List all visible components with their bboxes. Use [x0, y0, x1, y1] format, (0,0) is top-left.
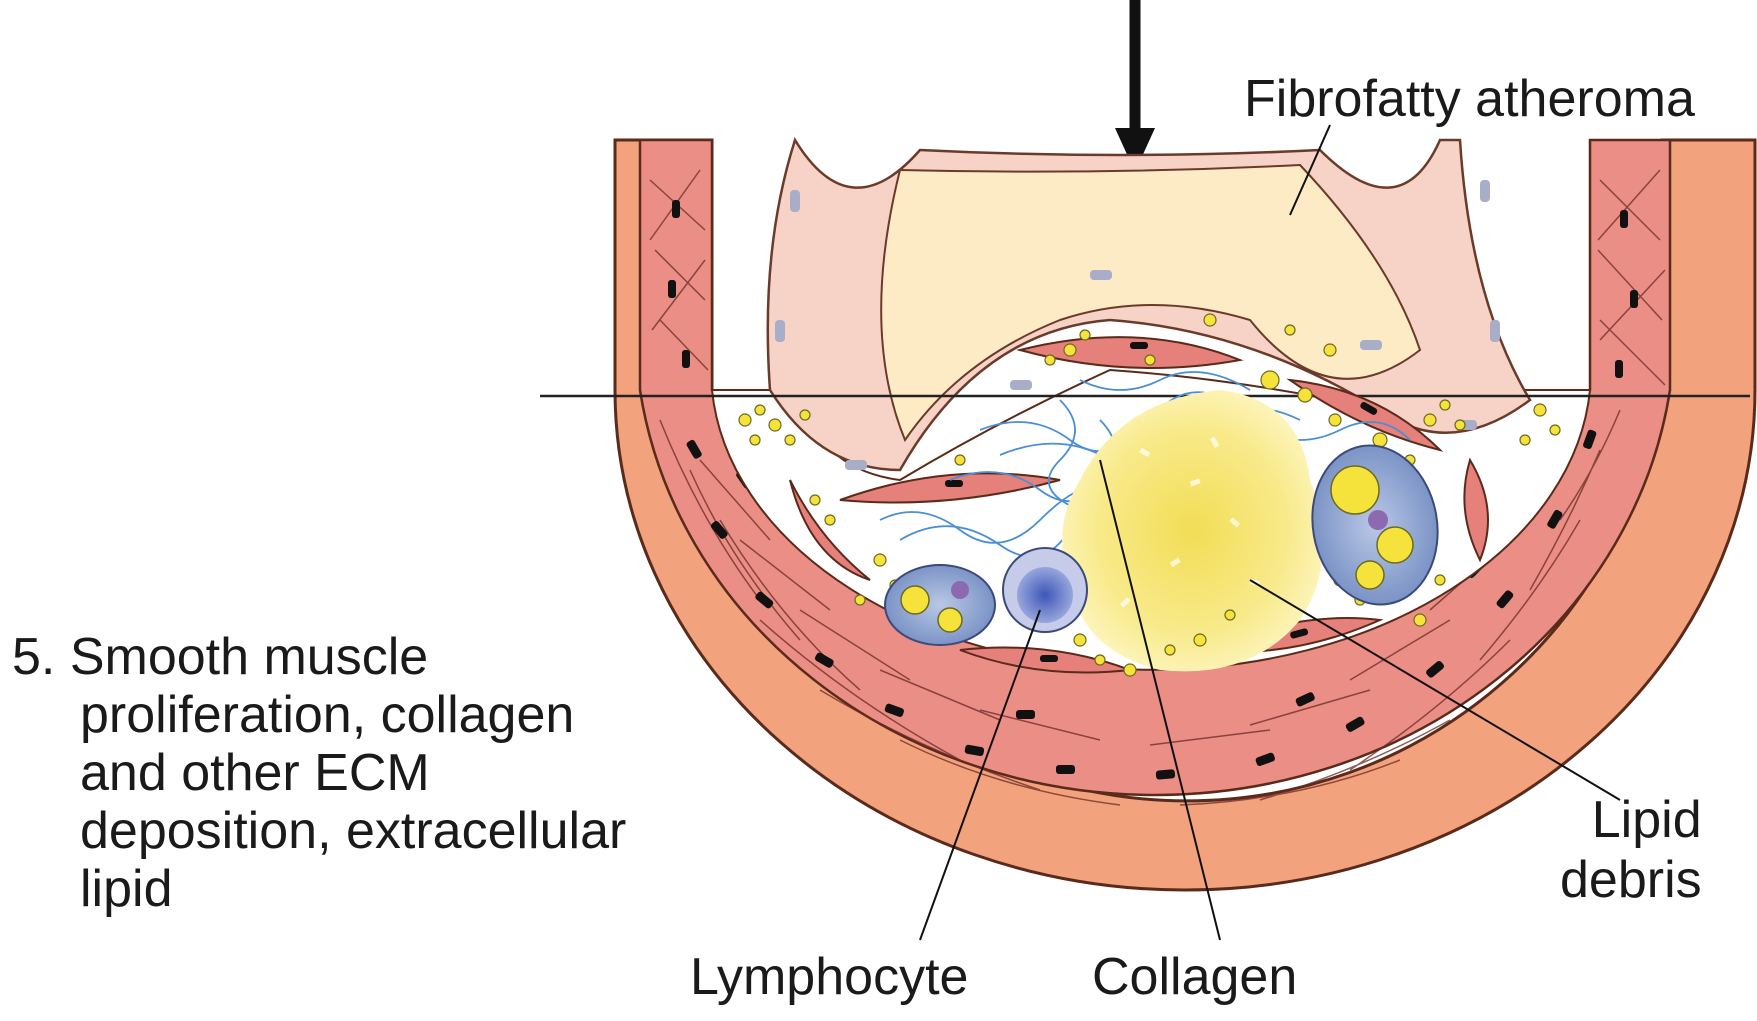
label-lipid-debris: Lipid debris	[1560, 790, 1702, 910]
macrophage-left	[885, 565, 995, 645]
label-lipid-line-1: Lipid	[1560, 790, 1702, 850]
label-fibrofatty-atheroma: Fibrofatty atheroma	[1244, 70, 1695, 128]
step-caption: 5. Smooth muscle proliferation, collagen…	[12, 628, 626, 918]
lymphocyte-cell	[1003, 548, 1087, 632]
label-lipid-line-2: debris	[1560, 850, 1702, 910]
step-caption-line-1: 5. Smooth muscle	[12, 628, 626, 686]
step-caption-line-4: deposition, extracellular	[12, 802, 626, 860]
down-arrow-icon	[1115, 0, 1155, 172]
label-lymphocyte: Lymphocyte	[690, 948, 968, 1006]
step-caption-line-3: and other ECM	[12, 744, 626, 802]
step-caption-line-5: lipid	[12, 860, 626, 918]
step-caption-line-2: proliferation, collagen	[12, 686, 626, 744]
label-collagen: Collagen	[1092, 948, 1297, 1006]
